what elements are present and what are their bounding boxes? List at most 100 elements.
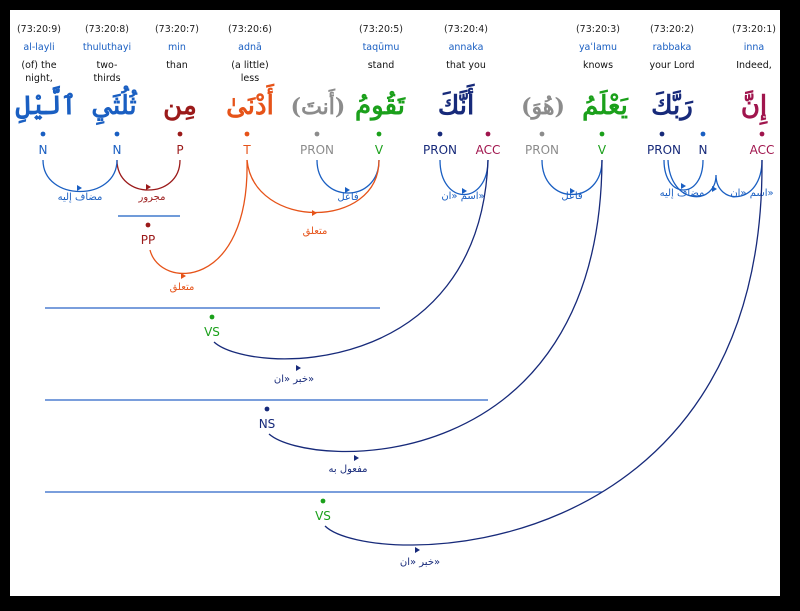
- label-majrur: مجرور: [138, 192, 166, 203]
- arc-mutaalliq-1: [246, 159, 380, 213]
- word-column-thuluthayi: (73:20:8) thuluthayi two- thirds ثُلُثَي…: [83, 24, 138, 126]
- label-ism-anna: اسم «ان»: [441, 191, 484, 202]
- word-column-yalamu: (73:20:3) yaʿlamu knows يَعْلَمُ: [576, 24, 629, 121]
- word-arabic: رَبَّكَ: [651, 90, 694, 121]
- label-mutaalliq-2: متعلق: [170, 282, 195, 293]
- pos-tag: V: [598, 143, 607, 157]
- label-khabar-anna: خبر «ان»: [274, 374, 314, 385]
- label-mudaf-ilayh-1: مضاف إليه: [660, 188, 705, 199]
- word-translit: taqūmu: [363, 42, 400, 53]
- word-gloss-line2: thirds: [93, 73, 120, 84]
- word-ref: (73:20:2): [650, 24, 694, 35]
- pos-tag: ACC: [476, 143, 501, 157]
- pos-tag: PRON: [525, 143, 559, 157]
- phrase-node-pp: PP: [141, 233, 155, 247]
- word-column-adna: (73:20:6) adnā (a little) less أَدْنَىٰ: [226, 24, 275, 121]
- word-ref: (73:20:4): [444, 24, 488, 35]
- arc-fail-1: [541, 159, 603, 195]
- pos-tags: ACC N PRON V PRON ACC PRON V PRON T P N …: [39, 143, 775, 157]
- word-gloss-line2: less: [241, 73, 259, 84]
- word-arabic: أَدْنَىٰ: [226, 84, 275, 121]
- pos-tag: ACC: [750, 143, 775, 157]
- arc-arrowheads: [77, 183, 717, 216]
- arc-fail-2: [316, 159, 380, 194]
- arc-majrur: [116, 159, 181, 191]
- pos-tag: V: [375, 143, 384, 157]
- word-ref: (73:20:5): [359, 24, 403, 35]
- word-translit: thuluthayi: [83, 42, 131, 53]
- word-ref: (73:20:1): [732, 24, 776, 35]
- word-translit: min: [168, 42, 186, 53]
- word-ref: (73:20:6): [228, 24, 272, 35]
- relation-labels: اسم «ان» مضاف إليه فاعل اسم «ان» فاعل مت…: [58, 188, 774, 237]
- phrase-node-ns: NS: [259, 417, 276, 431]
- pos-dots: [40, 131, 765, 137]
- arc-khabar-anna: [213, 159, 489, 360]
- label-khabar-inna: خبر «ان»: [400, 557, 440, 568]
- label-mudaf-ilayh-2: مضاف إليه: [58, 192, 103, 203]
- label-ism-inna: اسم «ان»: [730, 188, 773, 199]
- word-gloss: than: [166, 60, 188, 71]
- word-gloss: (of) the: [21, 60, 56, 71]
- word-ref: (73:20:8): [85, 24, 129, 35]
- vs2-dot: [320, 498, 326, 504]
- word-gloss: your Lord: [649, 60, 694, 71]
- word-column-al-layli: (73:20:9) al-layli (of) the night, ٱلَّي…: [16, 24, 77, 124]
- arc-mudaf-ilayh-2: [42, 159, 118, 192]
- word-translit: yaʿlamu: [579, 42, 617, 53]
- label-fail-1: فاعل: [561, 191, 583, 202]
- arc-mutaalliq-2: [149, 159, 248, 275]
- word-arabic: مِن: [163, 91, 197, 121]
- word-gloss: knows: [583, 60, 613, 71]
- word-column-min: (73:20:7) min than مِن: [155, 24, 199, 121]
- word-arabic: أَنَّكَ: [438, 84, 475, 121]
- word-gloss: two-: [97, 60, 118, 71]
- pos-tag: PRON: [423, 143, 457, 157]
- vs1-dot: [209, 314, 215, 320]
- word-arabic: يَعْلَمُ: [582, 89, 629, 121]
- word-translit: al-layli: [23, 42, 54, 53]
- word-column-inna: (73:20:1) inna Indeed, إِنَّ: [732, 24, 776, 126]
- pos-tag: N: [699, 143, 708, 157]
- pos-tag: N: [113, 143, 122, 157]
- pos-tag: PRON: [300, 143, 334, 157]
- word-gloss: Indeed,: [736, 60, 772, 71]
- dependency-graph: (73:20:1) inna Indeed, إِنَّ (73:20:2) r…: [16, 24, 776, 568]
- arc-ism-inna: [667, 159, 763, 198]
- word-translit: inna: [744, 42, 765, 53]
- arc-ism-anna: [439, 159, 489, 196]
- label-mafool-bihi: مفعول به: [329, 464, 368, 475]
- arc-mafool-bihi: [268, 159, 603, 453]
- word-translit: annaka: [449, 42, 484, 53]
- word-arabic: تَقُومُ: [355, 90, 406, 121]
- dependency-arcs: [42, 159, 763, 213]
- phrase-node-vs-1: VS: [204, 325, 220, 339]
- word-gloss: stand: [368, 60, 395, 71]
- pos-tag: P: [176, 143, 183, 157]
- hidden-pronoun-huwa: (هُوَ): [521, 94, 565, 120]
- word-translit: adnā: [238, 42, 262, 53]
- word-ref: (73:20:3): [576, 24, 620, 35]
- word-arabic: ثُلُثَيِ: [91, 84, 137, 126]
- arc-mudaf-ilayh-1: [663, 159, 704, 191]
- pos-tag: T: [242, 143, 251, 157]
- pos-tag: N: [39, 143, 48, 157]
- label-fail-2: فاعل: [337, 192, 359, 203]
- word-ref: (73:20:7): [155, 24, 199, 35]
- word-arabic: إِنَّ: [741, 90, 768, 126]
- word-gloss: that you: [446, 60, 486, 71]
- word-column-taqumu: (73:20:5) taqūmu stand تَقُومُ: [355, 24, 406, 121]
- dependency-graph-canvas: (73:20:1) inna Indeed, إِنَّ (73:20:2) r…: [10, 10, 780, 596]
- label-mutaalliq-1: متعلق: [303, 226, 328, 237]
- phrase-node-vs-2: VS: [315, 509, 331, 523]
- pos-tag: PRON: [647, 143, 681, 157]
- hidden-pronoun-anta: (أَنتَ): [291, 87, 346, 120]
- word-arabic: ٱلَّيْلِ: [16, 85, 77, 124]
- word-column-rabbaka: (73:20:2) rabbaka your Lord رَبَّكَ: [649, 24, 694, 121]
- pp-dot: [145, 222, 151, 228]
- word-gloss: (a little): [231, 60, 268, 71]
- word-ref: (73:20:9): [17, 24, 61, 35]
- word-gloss-line2: night,: [25, 73, 52, 84]
- ns-dot: [264, 406, 270, 412]
